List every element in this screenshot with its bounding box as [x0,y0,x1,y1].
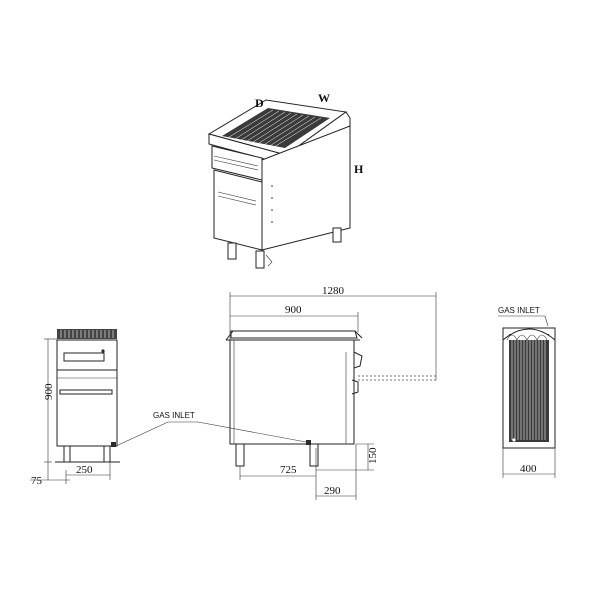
iso-label-h: H [354,162,364,176]
grill-bars [222,108,330,148]
side-cabinet [229,339,355,445]
dim-width: 400 [520,463,537,475]
iso-label-d: D [255,96,264,110]
front-gas-inlet-marker [111,442,116,447]
front-cabinet [56,369,118,447]
leg-front-right [255,250,265,269]
side-view: 1280 900 150 725 290 [197,285,437,500]
leg-rear-right [332,227,342,243]
callout-gas-inlet-front: GAS INLET [153,411,195,420]
front-handle [59,389,113,395]
dim-inlet-height: 150 [367,447,379,464]
dim-top-depth: 900 [285,304,302,316]
side-leg-rear [309,443,319,467]
dim-inlet-offset-side: 725 [280,464,297,476]
iso-label-w: W [318,91,330,105]
cabinet-side [261,125,351,251]
front-panel-slot [63,352,105,362]
top-grill-bars [509,334,549,442]
callout-gas-inlet-top: GAS INLET [498,306,540,315]
side-rear-knob [353,351,363,369]
cabinet-front [213,169,263,251]
top-view: GAS INLET 400 [498,306,556,478]
front-leg-left [63,445,71,463]
side-leg-front [235,443,245,467]
front-knob [101,349,105,353]
top-burner-guard [502,328,556,341]
side-top-plate [230,330,358,339]
isometric-view: D W H [207,91,364,269]
leg-front-left [227,242,237,260]
dim-foot-height: 75 [31,475,43,487]
dim-total-depth: 1280 [322,285,345,297]
dim-rear-offset: 290 [324,485,341,497]
side-gas-inlet-marker [306,440,311,445]
front-view: 900 75 250 GAS INLET [30,329,198,487]
dim-height: 900 [43,383,55,400]
front-leg-right [103,445,111,463]
dim-inlet-offset-front: 250 [76,464,93,476]
top-knob [512,438,516,442]
front-grill-bars [57,329,117,339]
